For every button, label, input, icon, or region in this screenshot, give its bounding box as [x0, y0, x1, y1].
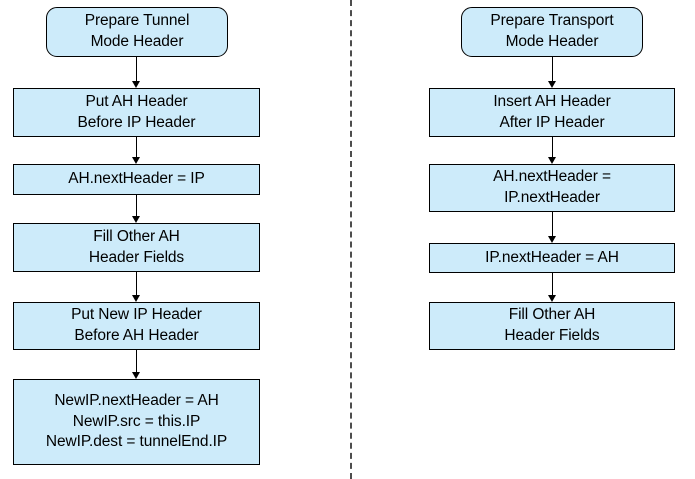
flow-node-label: Prepare Tunnel — [84, 12, 190, 30]
flow-arrowhead-icon — [132, 216, 141, 223]
flow-node-transport-ip-nextheader: IP.nextHeader = AH — [429, 243, 675, 273]
flow-node-label: Before IP Header — [77, 113, 196, 131]
flow-connector — [552, 212, 553, 237]
flow-node-label: Put New IP Header — [71, 306, 202, 324]
flow-connector — [136, 137, 137, 158]
flow-node-label: Mode Header — [505, 33, 599, 50]
flow-arrowhead-icon — [132, 157, 141, 164]
flow-node-label: NewIP.src = this.IP — [72, 412, 201, 430]
flow-node-label: Fill Other AH — [508, 306, 596, 324]
flow-arrowhead-icon — [548, 236, 557, 243]
flow-node-tunnel-fill-other-ah: Fill Other AH Header Fields — [13, 223, 260, 272]
flow-arrowhead-icon — [132, 295, 141, 302]
flow-node-label: Prepare Transport — [490, 12, 614, 30]
flow-node-label: Fill Other AH — [93, 227, 180, 245]
flow-node-label: NewIP.dest = tunnelEnd.IP — [45, 433, 228, 451]
flow-connector — [136, 272, 137, 296]
flow-node-label: After IP Header — [499, 113, 605, 131]
flow-connector — [552, 137, 553, 158]
flow-node-label: NewIP.nextHeader = AH — [54, 392, 219, 410]
flow-connector — [136, 57, 137, 82]
flow-node-label: AH.nextHeader = IP — [68, 170, 205, 188]
flow-node-label: Put AH Header — [85, 92, 188, 110]
flow-arrowhead-icon — [548, 81, 557, 88]
flow-arrowhead-icon — [132, 81, 141, 88]
flow-connector — [552, 273, 553, 296]
flow-arrowhead-icon — [132, 372, 141, 379]
flow-node-label: Mode Header — [90, 33, 184, 50]
flow-connector — [136, 350, 137, 373]
flow-node-label: IP.nextHeader = AH — [485, 248, 619, 266]
flow-node-label: IP.nextHeader — [504, 189, 600, 206]
flow-connector — [136, 195, 137, 217]
flow-node-label: Before AH Header — [74, 327, 199, 344]
flow-connector — [552, 57, 553, 82]
flow-node-tunnel-ah-nextheader: AH.nextHeader = IP — [13, 164, 260, 195]
flow-node-label: AH.nextHeader = — [493, 168, 611, 186]
flow-arrowhead-icon — [548, 295, 557, 302]
flow-node-tunnel-newip-fields: NewIP.nextHeader = AH NewIP.src = this.IP… — [13, 379, 260, 465]
flow-arrowhead-icon — [548, 157, 557, 164]
column-divider — [350, 0, 352, 479]
flow-node-label: Insert AH Header — [493, 92, 611, 110]
flow-node-transport-ah-nextheader: AH.nextHeader = IP.nextHeader — [429, 164, 675, 212]
flow-node-transport-fill-other-ah: Fill Other AH Header Fields — [429, 302, 675, 350]
flow-node-label: Header Fields — [88, 248, 185, 266]
flow-node-label: Header Fields — [504, 327, 600, 344]
